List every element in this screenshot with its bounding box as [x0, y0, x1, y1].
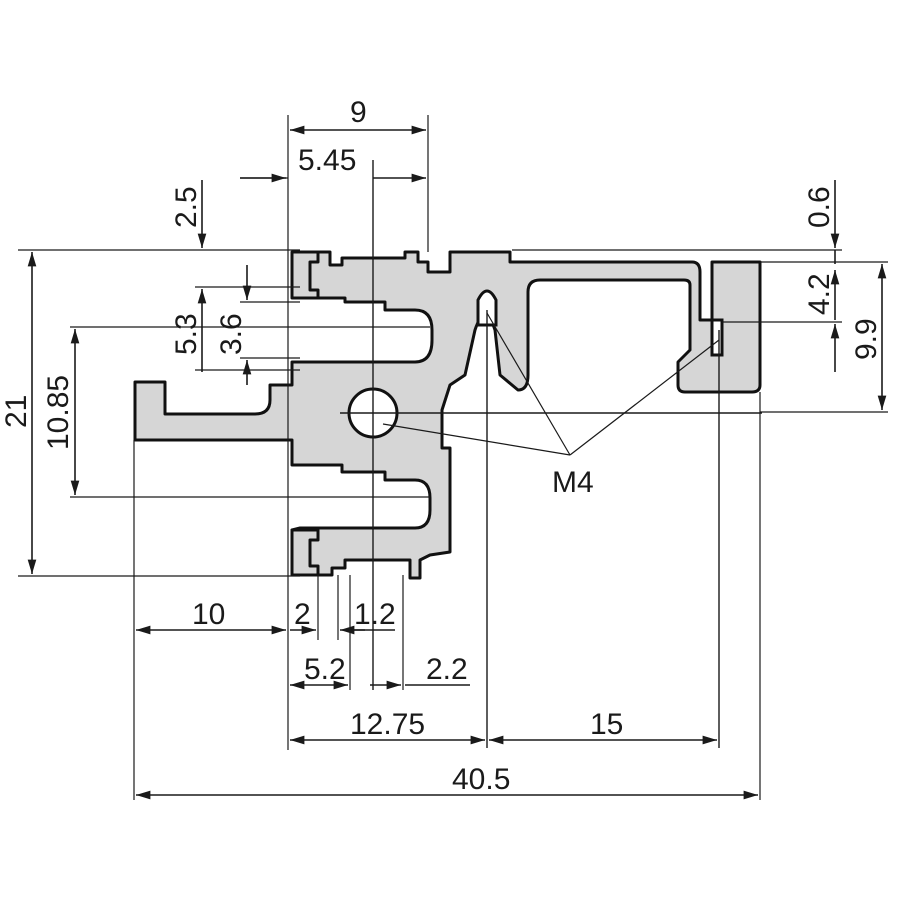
label-2: 2: [294, 598, 311, 631]
label-m4: M4: [552, 466, 594, 499]
dimension-lines: [27, 125, 887, 800]
label-9: 9: [350, 96, 367, 129]
slot-hole-mid: [476, 289, 498, 327]
label-10-85: 10.85: [42, 375, 75, 450]
label-5-45: 5.45: [298, 144, 356, 177]
m4-leaders: [382, 312, 720, 456]
label-1-2: 1.2: [354, 598, 396, 631]
label-0-6: 0.6: [803, 186, 836, 228]
label-2-5: 2.5: [170, 186, 203, 228]
label-10: 10: [192, 598, 225, 631]
profile-left-body: [133, 250, 762, 580]
label-2-2: 2.2: [426, 653, 468, 686]
label-5-3: 5.3: [170, 313, 203, 355]
slot-hole-right: [710, 318, 724, 357]
profile-lower-rib: [290, 528, 320, 577]
dimension-labels: 9 5.45 2.5 5.3 3.6 21 10.85 0.6 4.2 9.9 …: [0, 96, 883, 796]
label-5-2: 5.2: [304, 653, 346, 686]
extrusion-profile: [133, 250, 762, 580]
label-21: 21: [0, 395, 33, 428]
label-3-6: 3.6: [215, 313, 248, 355]
label-4-2: 4.2: [803, 273, 836, 315]
label-15: 15: [590, 708, 623, 741]
label-40-5: 40.5: [452, 763, 510, 796]
label-12-75: 12.75: [350, 708, 425, 741]
extension-lines: [18, 115, 888, 800]
label-9-9: 9.9: [850, 318, 883, 360]
